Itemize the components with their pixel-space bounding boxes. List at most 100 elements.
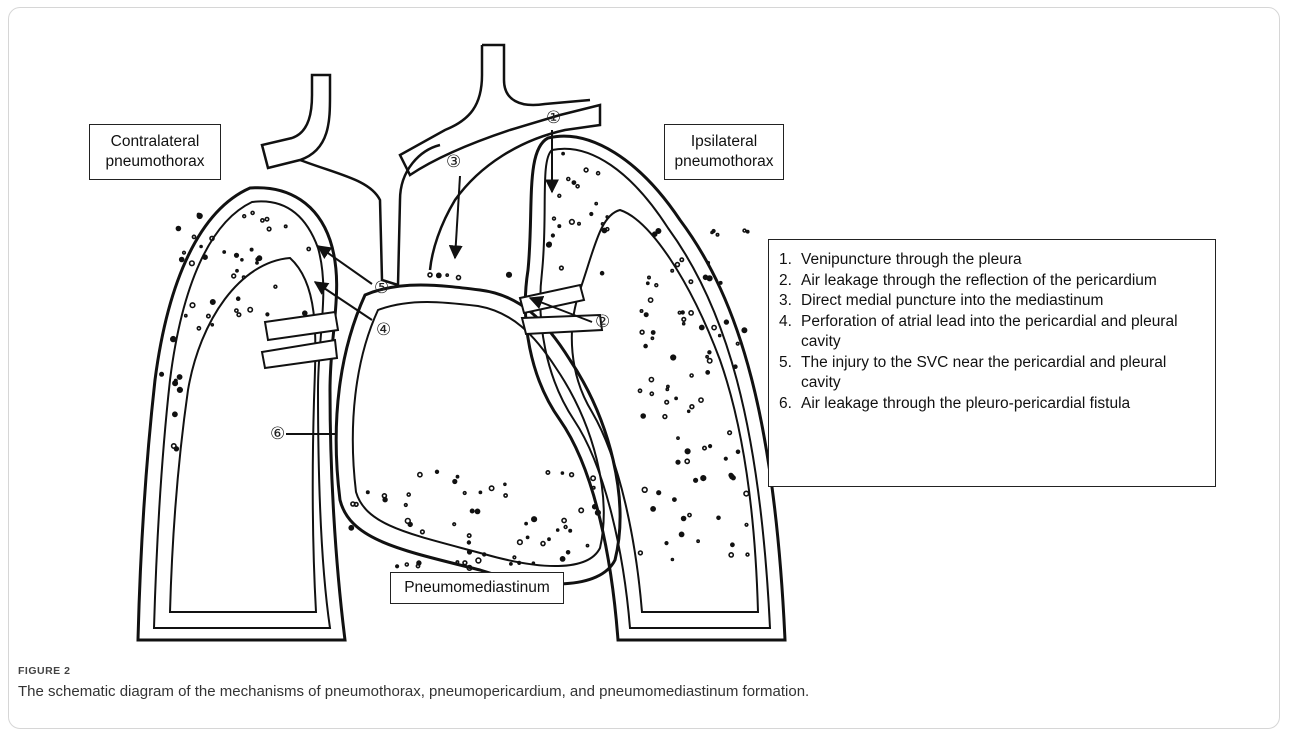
air-speckle bbox=[223, 251, 225, 253]
figure-label: FIGURE 2 bbox=[18, 665, 70, 677]
air-speckle bbox=[683, 323, 685, 325]
air-speckle bbox=[518, 540, 523, 545]
air-speckle bbox=[541, 542, 545, 546]
air-speckle bbox=[593, 487, 595, 489]
marker-3: ③ bbox=[446, 152, 461, 172]
air-speckle bbox=[463, 492, 466, 495]
air-speckle bbox=[648, 276, 650, 278]
air-speckle bbox=[265, 218, 268, 221]
air-speckle bbox=[463, 561, 467, 565]
air-speckle bbox=[203, 255, 207, 259]
air-speckle bbox=[211, 300, 215, 304]
air-speckle bbox=[642, 487, 647, 492]
air-speckle bbox=[675, 263, 679, 267]
air-speckle bbox=[207, 314, 210, 317]
legend-item: 2.Air leakage through the reflection of … bbox=[779, 271, 1203, 292]
air-speckle bbox=[570, 473, 574, 477]
air-speckle bbox=[548, 538, 550, 540]
air-speckle bbox=[558, 194, 561, 197]
air-speckle bbox=[638, 389, 641, 392]
air-speckle bbox=[736, 342, 739, 345]
air-speckle bbox=[578, 223, 580, 225]
pneumomediastinum-label: Pneumomediastinum bbox=[390, 572, 564, 604]
ipsilateral-text: Ipsilateral pneumothorax bbox=[674, 133, 773, 170]
air-speckle bbox=[719, 282, 721, 284]
air-speckle bbox=[160, 373, 163, 376]
air-speckle bbox=[579, 508, 583, 512]
legend-item-text: Perforation of atrial lead into the peri… bbox=[801, 312, 1203, 353]
air-speckle bbox=[178, 375, 182, 379]
air-speckle bbox=[742, 328, 746, 332]
air-speckle bbox=[690, 374, 693, 377]
air-speckle bbox=[527, 536, 529, 538]
air-speckle bbox=[251, 211, 254, 214]
air-speckle bbox=[665, 400, 669, 404]
air-speckle bbox=[241, 259, 243, 261]
air-speckle bbox=[367, 491, 369, 493]
legend-item-number: 2. bbox=[779, 271, 801, 292]
air-speckle bbox=[303, 311, 307, 315]
air-speckle bbox=[235, 309, 238, 312]
air-speckle bbox=[176, 227, 180, 231]
air-speckle bbox=[553, 217, 556, 220]
right-lung-outer bbox=[525, 136, 785, 640]
air-speckle bbox=[428, 273, 432, 277]
air-speckle bbox=[267, 227, 271, 231]
air-speckle bbox=[257, 256, 261, 260]
air-speckle bbox=[416, 565, 419, 568]
air-speckle bbox=[700, 325, 704, 329]
air-speckle bbox=[248, 308, 252, 312]
air-speckle bbox=[701, 476, 706, 481]
air-speckle bbox=[546, 471, 549, 474]
air-speckle bbox=[703, 446, 706, 449]
air-speckle bbox=[655, 284, 658, 287]
air-speckle bbox=[235, 254, 239, 258]
air-speckle bbox=[596, 510, 601, 515]
air-speckle bbox=[453, 523, 456, 526]
air-speckle bbox=[479, 491, 481, 493]
air-speckle bbox=[678, 311, 681, 314]
air-speckle bbox=[418, 473, 422, 477]
air-speckle bbox=[256, 262, 258, 264]
air-speckle bbox=[644, 345, 647, 348]
air-speckle bbox=[173, 412, 177, 416]
air-speckle bbox=[640, 330, 644, 334]
air-speckle bbox=[639, 551, 643, 555]
air-speckle bbox=[688, 514, 691, 517]
air-speckle bbox=[597, 172, 600, 175]
air-speckle bbox=[671, 355, 676, 360]
air-speckle bbox=[663, 415, 667, 419]
air-speckle bbox=[708, 359, 712, 363]
air-speckle bbox=[641, 414, 645, 418]
air-speckle bbox=[525, 523, 527, 525]
air-speckle bbox=[561, 557, 565, 561]
air-speckle bbox=[657, 491, 661, 495]
legend-item: 6.Air leakage through the pleuro-pericar… bbox=[779, 394, 1203, 415]
air-speckle bbox=[649, 378, 653, 382]
air-speckle bbox=[590, 213, 593, 216]
air-speckle bbox=[180, 258, 184, 262]
air-speckle bbox=[650, 392, 653, 395]
aortic-arch bbox=[400, 45, 600, 270]
legend-item-text: Air leakage through the pleuro-pericardi… bbox=[801, 394, 1130, 415]
air-speckle bbox=[405, 519, 410, 524]
marker-1: ① bbox=[546, 108, 561, 128]
air-speckle bbox=[274, 285, 277, 288]
pneumomediastinum-text: Pneumomediastinum bbox=[404, 579, 550, 596]
air-speckle bbox=[456, 561, 458, 563]
air-speckle bbox=[707, 276, 712, 281]
air-speckle bbox=[690, 405, 694, 409]
svc-vessel bbox=[262, 75, 330, 168]
air-speckle bbox=[567, 551, 570, 554]
air-speckle bbox=[688, 410, 690, 412]
air-speckle bbox=[569, 530, 571, 532]
air-speckle bbox=[446, 274, 448, 276]
air-speckle bbox=[532, 517, 537, 522]
air-speckle bbox=[731, 543, 734, 546]
air-speckle bbox=[606, 216, 608, 218]
air-speckle bbox=[649, 298, 653, 302]
air-speckle bbox=[197, 327, 200, 330]
air-speckle bbox=[236, 270, 238, 272]
air-speckle bbox=[570, 220, 575, 225]
air-speckle bbox=[677, 437, 679, 439]
